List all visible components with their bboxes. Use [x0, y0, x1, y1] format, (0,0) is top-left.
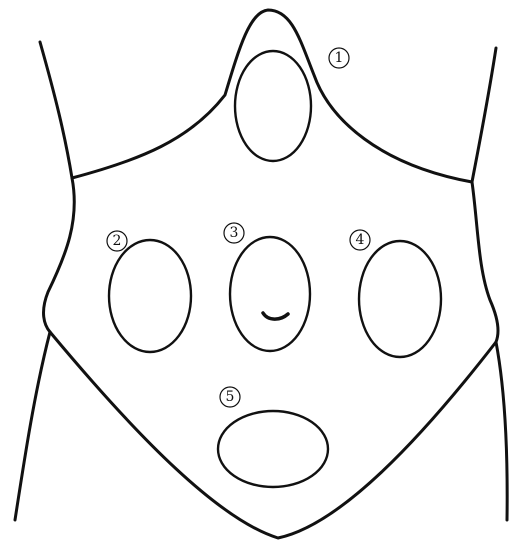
groin-outline	[50, 332, 496, 538]
region-4-label: 4	[350, 230, 370, 250]
rib-cage-outline	[72, 10, 472, 182]
region-4-number: 4	[356, 232, 365, 248]
left-lower-contour	[15, 332, 50, 520]
region-3-label: 3	[224, 223, 244, 243]
region-5-number: 5	[226, 389, 235, 405]
navel-mark	[263, 313, 288, 319]
left-waist-contour	[44, 178, 75, 332]
region-3-ellipse	[230, 237, 310, 351]
region-1-number: 1	[335, 50, 344, 66]
region-2-ellipse	[109, 240, 191, 352]
region-5-ellipse	[218, 411, 328, 487]
region-2-number: 2	[113, 233, 122, 249]
region-1-ellipse	[235, 51, 311, 161]
region-1-label: 1	[329, 48, 349, 68]
region-2-label: 2	[107, 231, 127, 251]
right-waist-contour	[472, 182, 498, 342]
region-5-label: 5	[220, 387, 240, 407]
left-side-contour	[40, 42, 72, 178]
right-side-contour	[472, 48, 496, 182]
region-3-number: 3	[230, 225, 239, 241]
right-lower-contour	[496, 342, 507, 520]
region-4-ellipse	[359, 241, 441, 357]
